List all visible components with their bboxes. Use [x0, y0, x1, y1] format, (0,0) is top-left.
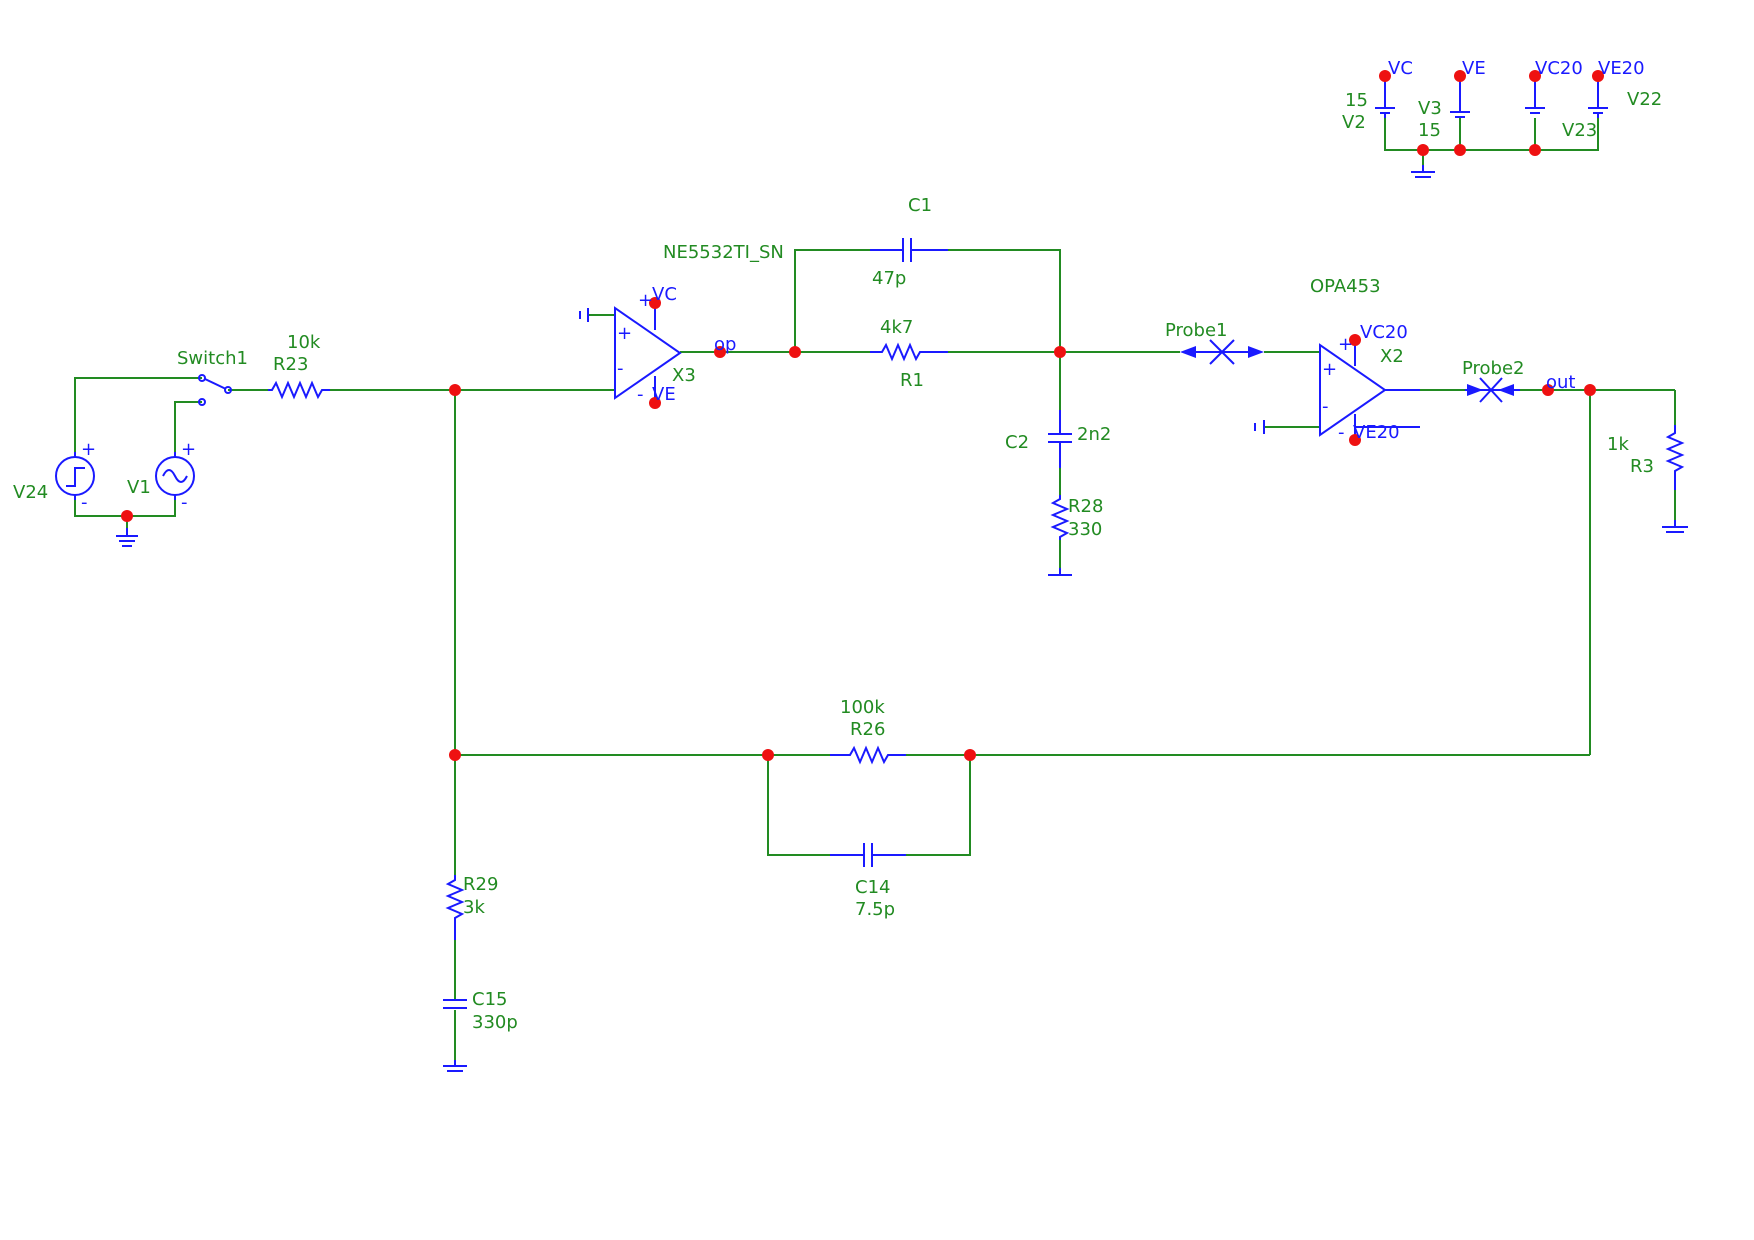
c1-value: 47p — [872, 268, 906, 289]
probe1-label: Probe1 — [1165, 320, 1228, 341]
wires — [74, 118, 1676, 1060]
r29-value: 3k — [463, 897, 485, 918]
x2-label: X2 — [1380, 346, 1404, 367]
v22-label: V22 — [1627, 89, 1662, 110]
r1-label: R1 — [900, 370, 924, 391]
ground-symbol — [1411, 165, 1435, 178]
c14-label: C14 — [855, 877, 890, 898]
r28-value: 330 — [1068, 519, 1102, 540]
switch1[interactable] — [198, 374, 232, 406]
v24-minus-pin: - — [81, 492, 88, 513]
probe2-label: Probe2 — [1462, 358, 1525, 379]
x3-vc-plus-pin: + — [638, 290, 653, 311]
r28-label: R28 — [1068, 496, 1103, 517]
r29-resistor[interactable] — [445, 875, 465, 940]
c14-capacitor[interactable] — [830, 843, 906, 867]
v24-label: V24 — [13, 482, 48, 503]
r3-value: 1k — [1607, 434, 1629, 455]
ground-symbol — [443, 1060, 467, 1072]
v3-value: 15 — [1418, 120, 1441, 141]
r26-value: 100k — [840, 697, 885, 718]
x3-minus-pin: - — [617, 358, 624, 379]
c15-label: C15 — [472, 989, 507, 1010]
net-label-ve20: VE20 — [1598, 58, 1645, 79]
v1-plus-pin: + — [181, 439, 196, 460]
x2-ve-minus-pin: - — [1338, 422, 1345, 443]
v2-value: 15 — [1345, 90, 1368, 111]
v2-label: V2 — [1342, 112, 1366, 133]
v1-label: V1 — [127, 477, 151, 498]
x2-vc-plus-pin: + — [1338, 334, 1353, 355]
x2-model: OPA453 — [1310, 276, 1381, 297]
r23-label: R23 — [273, 354, 308, 375]
c15-value: 330p — [472, 1012, 518, 1033]
v1-source[interactable] — [155, 452, 195, 500]
r3-resistor[interactable] — [1665, 425, 1685, 490]
c2-capacitor[interactable] — [1048, 410, 1072, 468]
v3-battery[interactable] — [1450, 76, 1470, 118]
x3-ve-minus-pin: - — [637, 384, 644, 405]
switch1-label: Switch1 — [177, 348, 248, 369]
symbols — [55, 76, 1688, 1072]
v24-plus-pin: + — [81, 439, 96, 460]
net-label-ve: VE — [1462, 58, 1486, 79]
v23-label: V23 — [1562, 120, 1597, 141]
r29-label: R29 — [463, 874, 498, 895]
c15-capacitor[interactable] — [443, 999, 467, 1009]
ground-symbol — [1662, 520, 1688, 533]
x3-model: NE5532TI_SN — [663, 242, 784, 263]
c2-value: 2n2 — [1077, 424, 1111, 445]
net-label-vc20: VC20 — [1535, 58, 1583, 79]
r23-resistor[interactable] — [268, 380, 330, 400]
op-net-label: op — [714, 334, 736, 355]
out-net-label: out — [1546, 372, 1575, 393]
x2-minus-pin: - — [1322, 396, 1329, 417]
c1-label: C1 — [908, 195, 932, 216]
v2-battery[interactable] — [1375, 76, 1395, 118]
r26-resistor[interactable] — [830, 745, 906, 765]
x3-ve-label: VE — [652, 384, 676, 405]
ground-symbol — [116, 528, 138, 547]
labels: VC VE VC20 VE20 15 V2 V3 15 V22 V23 V24 … — [13, 58, 1662, 1033]
r1-resistor[interactable] — [870, 342, 948, 362]
x2-opamp[interactable] — [1254, 338, 1420, 440]
r23-value: 10k — [287, 332, 321, 353]
probe2[interactable] — [1465, 377, 1520, 403]
c1-capacitor[interactable] — [870, 238, 948, 262]
x3-plus-pin: + — [617, 323, 632, 344]
x2-vc-label: VC20 — [1360, 322, 1408, 343]
v24-source[interactable] — [55, 452, 95, 500]
c2-label: C2 — [1005, 432, 1029, 453]
net-label-vc: VC — [1388, 58, 1413, 79]
x2-ve-label: VE20 — [1353, 422, 1400, 443]
v22-battery[interactable] — [1588, 76, 1608, 118]
c14-value: 7.5p — [855, 899, 895, 920]
x3-label: X3 — [672, 365, 696, 386]
v1-minus-pin: - — [181, 492, 188, 513]
ground-symbol — [1048, 568, 1072, 576]
v3-label: V3 — [1418, 98, 1442, 119]
junctions — [121, 70, 1604, 761]
r1-value: 4k7 — [880, 317, 913, 338]
x3-vc-label: VC — [652, 284, 677, 305]
probe1[interactable] — [1180, 339, 1264, 365]
r26-label: R26 — [850, 719, 885, 740]
r3-label: R3 — [1630, 456, 1654, 477]
r28-resistor[interactable] — [1050, 495, 1070, 540]
x2-plus-pin: + — [1322, 359, 1337, 380]
